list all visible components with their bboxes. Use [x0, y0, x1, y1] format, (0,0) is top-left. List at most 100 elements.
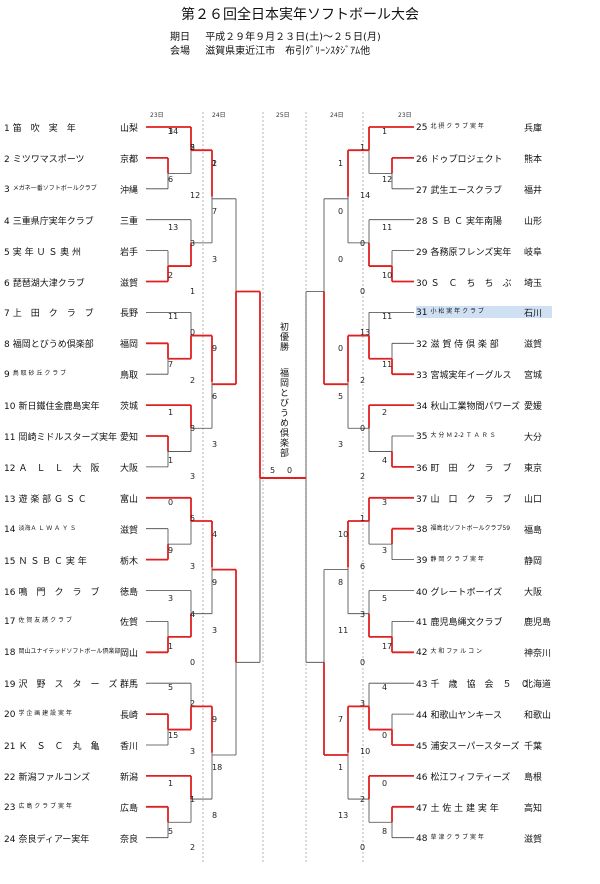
team-prefecture: 群馬 — [120, 680, 139, 691]
team-number: 44 — [416, 711, 428, 722]
score-value: 2 — [190, 843, 196, 853]
score-value: 3 — [382, 497, 388, 507]
team-name: 上 田 ク ラ ブ — [12, 309, 94, 320]
team-number: 33 — [416, 371, 428, 382]
team-prefecture: 京都 — [120, 154, 139, 165]
team-name: 笛 吹 実 年 — [12, 124, 76, 134]
score-value: 1 — [168, 779, 174, 789]
score-value: 2 — [382, 408, 388, 418]
score-value: 10 — [360, 747, 371, 757]
team-name: Ｓ Ｃ ち ち ぶ — [430, 278, 512, 289]
team-prefecture: 山形 — [524, 216, 543, 227]
score-value: 1 — [338, 763, 344, 773]
team-number: 38 — [416, 524, 428, 535]
team-prefecture: 石川 — [524, 309, 543, 320]
team-number: 13 — [4, 494, 16, 505]
score-value: 1 — [360, 513, 366, 523]
team-prefecture: 福岡 — [120, 340, 139, 351]
team-name: 岡山ユナイテッドソフトボール倶楽部 — [18, 648, 121, 656]
team-prefecture: 福井 — [524, 185, 543, 196]
score-value: 5 — [190, 143, 196, 152]
team-name: 新潟ファルコンズ — [18, 772, 91, 783]
score-value: 3 — [338, 440, 344, 450]
team-name: 学 企 画 建 設 実 年 — [18, 710, 72, 718]
team-prefecture: 岩手 — [120, 247, 139, 258]
score-value: 5 — [338, 392, 344, 402]
score-value: 6 — [360, 561, 366, 571]
team-name: 大 和 ファ ル コ ン — [430, 648, 482, 656]
team-number: 20 — [4, 710, 16, 721]
team-number: 39 — [416, 555, 428, 566]
team-prefecture: 山梨 — [120, 124, 139, 134]
team-number: 2 — [4, 154, 10, 165]
team-number: 26 — [416, 154, 428, 165]
team-number: 41 — [416, 618, 428, 629]
team-prefecture: 滋賀 — [524, 834, 543, 845]
winner-team: 福岡とびうめ倶楽部 — [278, 368, 288, 458]
winner-label: 初優勝 — [278, 322, 288, 352]
team-number: 1 — [4, 124, 10, 134]
score-value: 14 — [360, 191, 371, 200]
score-value: 17 — [382, 641, 393, 651]
team-name: 浦安スーパースターズ — [430, 742, 520, 752]
team-number: 36 — [416, 463, 428, 474]
team-prefecture: 奈良 — [120, 834, 139, 845]
team-number: 48 — [416, 833, 428, 844]
team-name: 宮城実年イーグルス — [430, 371, 512, 382]
score-value: 11 — [338, 625, 349, 635]
team-name: 奈良ディアー実年 — [18, 834, 90, 845]
team-name: ドゥプロジェクト — [430, 154, 503, 165]
score-value: 1 — [212, 159, 218, 168]
score-value: 2 — [360, 795, 366, 805]
team-name: 三重県庁実年クラブ — [12, 216, 94, 227]
score-value: 0 — [360, 424, 366, 434]
score-value: 12 — [190, 191, 201, 200]
team-number: 43 — [416, 680, 428, 691]
team-prefecture: 広島 — [120, 803, 139, 814]
score-value: 11 — [382, 223, 393, 232]
team-prefecture: 大阪 — [524, 587, 543, 598]
team-name: Ｋ Ｓ Ｃ 丸 亀 — [18, 742, 100, 752]
score-value: 1 — [190, 795, 196, 805]
score-value: 1 — [382, 127, 388, 136]
team-name: Ｓ Ｂ Ｃ 実年南陽 — [430, 216, 503, 227]
score-value: 13 — [168, 223, 179, 232]
team-prefecture: 岡山 — [120, 649, 139, 660]
score-value: 3 — [212, 255, 218, 264]
score-value: 10 — [382, 271, 393, 280]
score-value: 0 — [360, 843, 366, 853]
team-number: 28 — [416, 216, 428, 227]
team-prefecture: 徳島 — [120, 587, 139, 598]
team-prefecture: 滋賀 — [120, 278, 139, 289]
score-value: 1 — [168, 641, 174, 651]
score-value: 2 — [190, 699, 196, 709]
team-prefecture: 福島 — [524, 525, 543, 536]
team-number: 3 — [4, 184, 10, 195]
venue-value: 滋賀県東近江市 布引ｸﾞﾘｰﾝｽﾀｼﾞｱﾑ他 — [205, 46, 371, 57]
team-name: 草 津 ク ラ ブ 実 年 — [430, 833, 484, 841]
score-value: 12 — [382, 175, 393, 184]
team-number: 12 — [4, 463, 16, 474]
team-name: 遊 楽 部 Ｇ Ｓ Ｃ — [18, 494, 87, 505]
team-name: 和歌山ヤンキース — [430, 711, 503, 722]
team-name: 鳥 取 砂 丘 ク ラ ブ — [12, 370, 67, 378]
team-number: 9 — [4, 370, 10, 381]
final-score-left: 5 — [270, 466, 276, 475]
team-name: 広 島 ク ラ ブ 実 年 — [18, 802, 72, 810]
team-prefecture: 長崎 — [120, 711, 139, 722]
